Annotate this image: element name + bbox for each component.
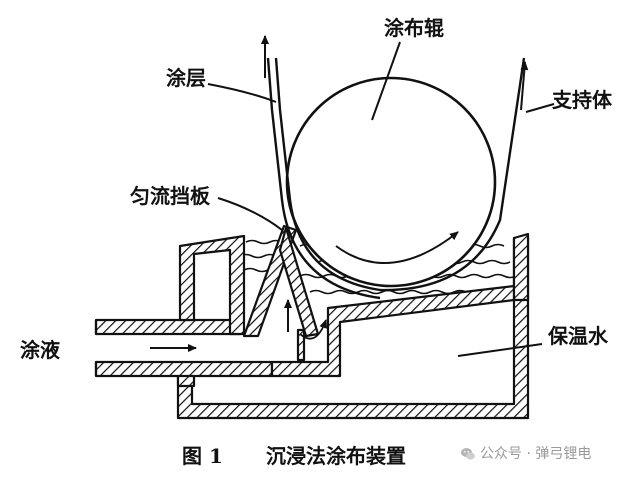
flow-baffle [242,224,320,338]
coating-roller [285,76,497,288]
curve-flow-arrow [299,319,328,340]
label-support: 支持体 [552,88,612,112]
coating-trough [178,232,530,378]
leader-insulation-water [457,343,543,357]
leader-support [525,103,555,113]
web-up-arrow-right [520,61,529,111]
watermark: 公众号 · 弹弓锂电 [460,446,591,462]
leader-baffle [217,197,283,231]
wechat-icon [460,446,476,462]
figure-number: 图 1 [182,444,223,468]
support-web [266,57,526,300]
label-insulation-water: 保温水 [548,324,608,348]
label-coating-layer: 涂层 [166,66,206,90]
label-baffle: 匀流挡板 [130,184,210,208]
rotation-arrow [335,231,459,265]
figure-title: 沉浸法涂布装置 [266,444,406,468]
label-liquid: 涂液 [20,338,60,362]
leader-roller [371,41,401,121]
label-roller: 涂布辊 [384,16,444,40]
watermark-text: 公众号 · 弹弓锂电 [480,446,592,462]
leader-coating-layer [207,83,277,103]
leader-lines [207,41,555,357]
